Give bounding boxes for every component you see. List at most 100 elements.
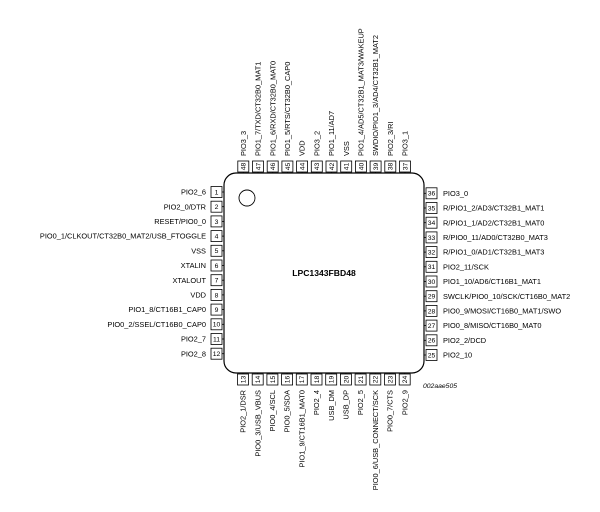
pin-label: R/PIO1_0/AD1/CT32B1_MAT3 [443, 248, 544, 257]
pin-box [210, 303, 223, 316]
pin-box [425, 202, 438, 214]
pin-box [251, 373, 264, 386]
pin-box [325, 373, 338, 386]
pin-number: 29 [428, 294, 436, 301]
figure-reference: 002aae505 [423, 383, 457, 390]
pin-number: 39 [373, 163, 380, 171]
pin-label: PIO0_5/SDA [283, 390, 292, 432]
pin-number: 22 [373, 376, 380, 384]
pin-box [340, 160, 353, 173]
pin-box [425, 187, 438, 200]
pin-label: XTALOUT [172, 276, 206, 285]
pin-label: PIO0_4/SCL [268, 390, 277, 432]
pin-label: PIO1_5/RTS/CT32B0_CAP0 [283, 62, 292, 156]
pin-label: PIO0_1/CLKOUT/CT32B0_MAT2/USB_FTOGGLE [40, 232, 206, 241]
pins-layer: 1PIO2_62PIO2_0/DTR3RESET/PIO0_04PIO0_1/C… [40, 28, 570, 490]
pin-box [398, 373, 411, 386]
pin-number: 42 [329, 163, 336, 171]
pin-number: 15 [270, 376, 277, 384]
pin-label: PIO2_11/SCK [443, 262, 489, 271]
pin-number: 47 [255, 163, 262, 171]
pin-box [425, 275, 438, 288]
pin-box [210, 274, 223, 287]
pin-label: XTALIN [181, 261, 206, 270]
pin-number: 9 [215, 307, 219, 314]
pin-box [425, 216, 438, 229]
pin-box [425, 246, 438, 259]
pin-label: R/PIO0_11/AD0/CT32B0_MAT3 [443, 233, 548, 242]
pin-label: PIO2_1/DSR [239, 390, 248, 433]
pin-box [425, 349, 438, 361]
pin-box [210, 186, 223, 198]
pin-box [425, 290, 438, 303]
pin-label: VDD [190, 291, 206, 300]
pin-box [266, 373, 279, 386]
pin-number: 18 [314, 376, 321, 384]
pin-label: VSS [342, 141, 351, 156]
pin-7: 7 XTALOUT [172, 274, 224, 287]
pin-box [210, 215, 223, 228]
pin-label: PIO0_3/USB_VBUS [253, 390, 262, 457]
pin-number: 25 [428, 352, 436, 359]
pin-label: PIO2_0/DTR [164, 202, 206, 211]
pin-label: PIO2_6 [181, 188, 206, 197]
pin-label: USB_DP [342, 390, 351, 420]
pin-number: 24 [402, 376, 409, 384]
pin-box [266, 160, 279, 173]
pin-number: 2 [215, 204, 219, 211]
pin-box [325, 160, 338, 173]
pin-box [210, 230, 223, 243]
pin-number: 3 [215, 219, 219, 226]
pin-number: 5 [215, 248, 219, 255]
pin-number: 28 [428, 308, 436, 315]
pin-box [296, 160, 309, 173]
pin-label: VDD [298, 140, 307, 156]
pin-box [210, 318, 223, 331]
pin-28: 28 PIO0_9/MOSI/CT16B0_MAT1/SWO [424, 304, 561, 317]
pin-box [295, 373, 308, 386]
pin-box [281, 373, 294, 386]
pin-label: PIO1_4/AD5/CT32B1_MAT3/WAKEUP [357, 28, 366, 156]
pin-number: 1 [215, 189, 219, 196]
pin-label: PIO0_9/MOSI/CT16B0_MAT1/SWO [443, 307, 561, 316]
pin-box [210, 244, 223, 257]
pin-label: PIO2_2/DCD [443, 336, 486, 345]
pin-box [237, 373, 249, 386]
pin-label: PIO0_8/MISO/CT16B0_MAT0 [443, 321, 541, 330]
chip-name: LPC1343FBD48 [292, 268, 356, 278]
pin-box [310, 373, 323, 386]
pin-label: PIO2_5 [356, 390, 365, 415]
pin-label: R/PIO1_1/AD2/CT32B1_MAT0 [443, 218, 544, 227]
pin-9: 9 PIO1_8/CT16B1_CAP0 [128, 303, 224, 316]
pin-label: PIO1_6/RXD/CT32B0_MAT0 [268, 61, 277, 156]
pin-number: 33 [428, 235, 436, 242]
pin-label: RESET/PIO0_0 [154, 217, 206, 226]
pin-label: PIO2_9 [400, 390, 409, 415]
pin-label: PIO3_3 [239, 131, 248, 156]
pin-number: 7 [215, 278, 219, 285]
pin-box [354, 373, 367, 386]
pin-box [425, 334, 438, 347]
pin-label: PIO1_8/CT16B1_CAP0 [128, 305, 206, 314]
pin-number: 16 [285, 376, 292, 384]
pin-label: PIO2_3/RI [386, 121, 395, 156]
pin-number: 23 [387, 376, 394, 384]
pin-label: PIO2_10 [443, 351, 472, 360]
pin-number: 48 [241, 163, 248, 171]
